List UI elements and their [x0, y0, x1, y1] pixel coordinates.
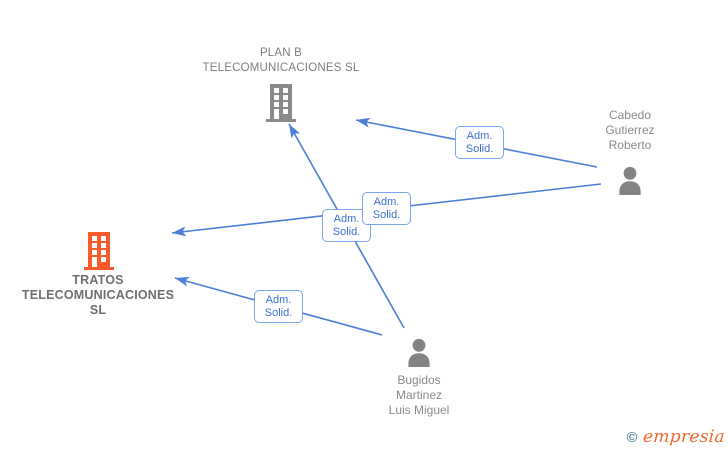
planb-node-label[interactable]: PLAN B TELECOMUNICACIONES SL [171, 46, 391, 76]
bugidos-label-line3: Luis Miguel [388, 403, 450, 417]
tratos-node-label[interactable]: TRATOS TELECOMUNICACIONES SL [7, 273, 189, 318]
bugidos-node-label[interactable]: Bugidos Martinez Luis Miguel [359, 373, 479, 418]
planb-building-icon[interactable] [266, 84, 296, 122]
planb-label-line1: PLAN B [259, 47, 303, 59]
edge-label-line2: Solid. [372, 209, 401, 221]
edge-label-line2: Solid. [264, 307, 293, 319]
bugidos-person-icon[interactable] [404, 338, 434, 368]
tratos-label-line1: TRATOS [72, 273, 124, 287]
tratos-building-icon[interactable] [84, 232, 114, 270]
edge-label-bugidos-tratos[interactable]: Adm. Solid. [254, 290, 303, 323]
copyright-symbol: © [625, 430, 640, 446]
bugidos-label-line2: Martinez [395, 388, 442, 402]
cabedo-label-line2: Gutierrez [605, 123, 655, 137]
cabedo-person-icon[interactable] [615, 166, 645, 196]
empresia-brand-logo: empresia [642, 427, 726, 447]
planb-label-line2: TELECOMUNICACIONES SL [202, 62, 360, 74]
edge-label-line1: Adm. [333, 213, 360, 225]
edge-label-line1: Adm. [466, 130, 493, 142]
cabedo-node-label[interactable]: Cabedo Gutierrez Roberto [570, 108, 690, 153]
cabedo-label-line3: Roberto [608, 138, 652, 152]
bugidos-label-line1: Bugidos [397, 373, 441, 387]
edge-label-line1: Adm. [373, 196, 400, 208]
tratos-label-line3: SL [89, 303, 107, 317]
tratos-label-line2: TELECOMUNICACIONES [21, 288, 175, 302]
empresia-watermark: © empresia [625, 427, 726, 447]
cabedo-label-line1: Cabedo [608, 108, 652, 122]
edge-label-line2: Solid. [465, 143, 494, 155]
edge-label-cabedo-planb[interactable]: Adm. Solid. [455, 126, 504, 159]
edge-label-line1: Adm. [265, 294, 292, 306]
edge-label-line2: Solid. [332, 226, 361, 238]
edge-label-cabedo-tratos[interactable]: Adm. Solid. [362, 192, 411, 225]
